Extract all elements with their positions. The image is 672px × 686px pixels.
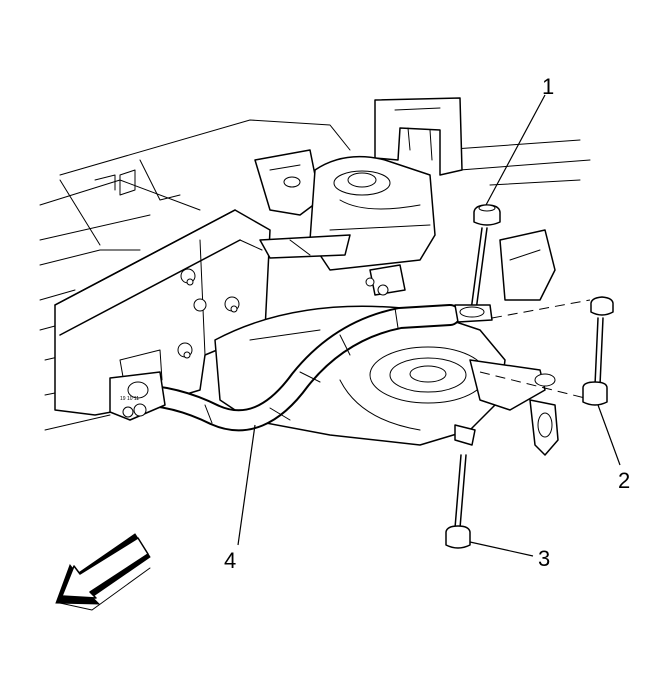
callouts: 1 2 3 4: [224, 74, 630, 573]
background-frame: [39, 119, 591, 431]
frame-rail: [54, 209, 351, 416]
callout-leaders: [237, 94, 621, 557]
callout-1: 1: [542, 74, 554, 99]
callout-2: 2: [618, 468, 630, 493]
stabilizer-frame-bracket: 19 10 11: [109, 371, 166, 421]
link-bolt-upper: [454, 204, 501, 323]
stabilizer-link-kit: [582, 296, 614, 406]
alignment-lines: [479, 299, 591, 399]
stabilizer-bar: [124, 304, 461, 432]
callout-3: 3: [538, 546, 550, 571]
frame-stamp-text: 19 10 11: [120, 396, 139, 402]
lower-bolt: [445, 454, 471, 549]
front-direction-arrow-icon: [55, 533, 151, 611]
callout-4: 4: [224, 548, 236, 573]
